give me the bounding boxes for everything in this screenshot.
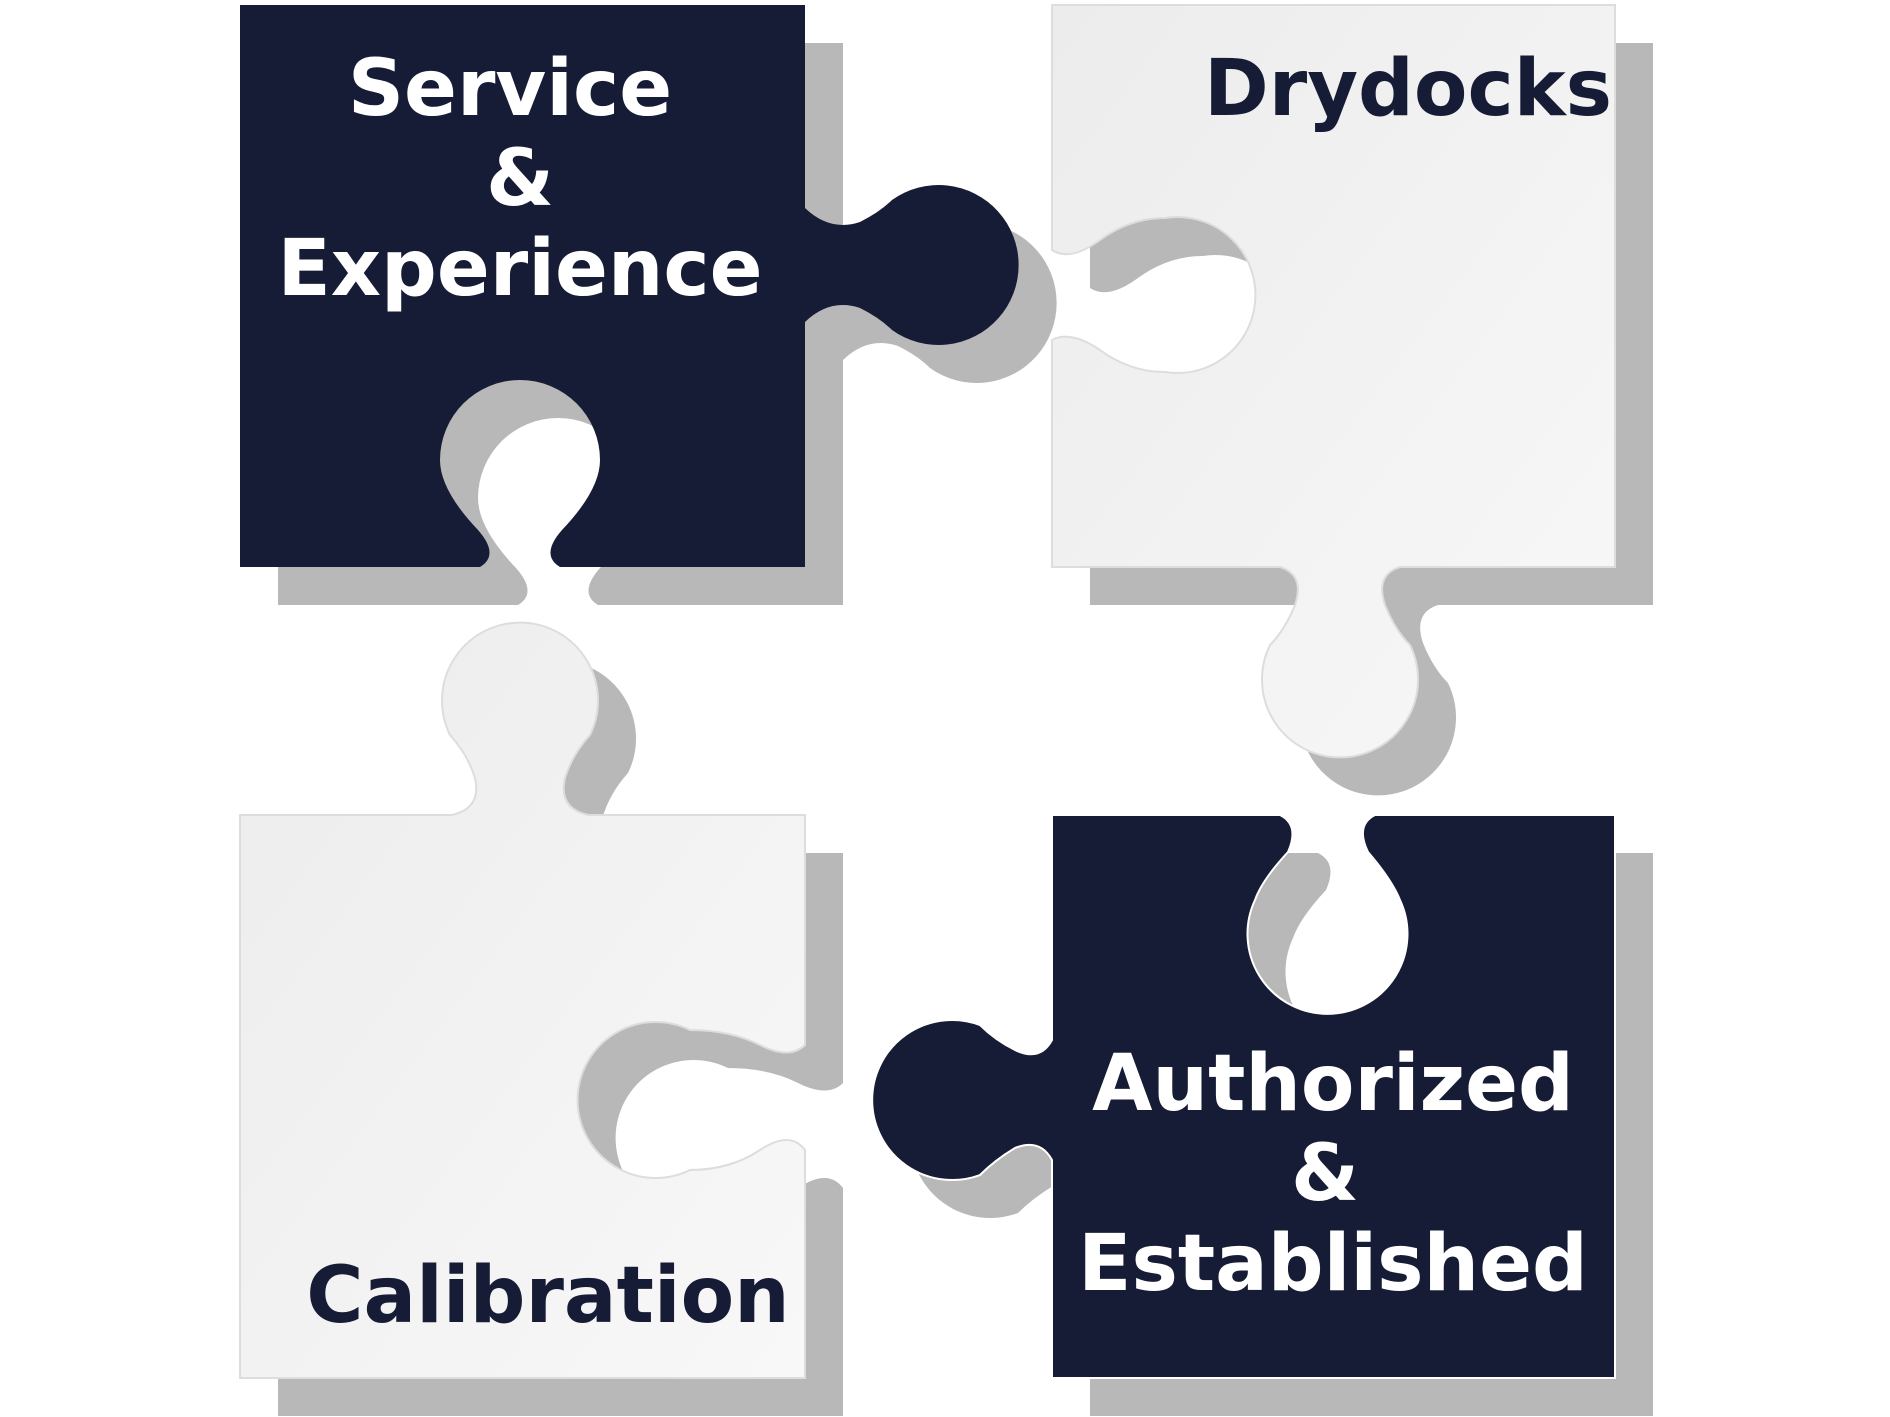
label-top-left-line-1: Service <box>348 44 672 134</box>
label-bottom-right-line-3: Established <box>1078 1219 1588 1309</box>
piece-top-right <box>1051 4 1616 759</box>
label-top-left: Service & Experience <box>277 44 762 314</box>
label-bottom-left: Calibration <box>306 1251 789 1341</box>
label-top-left-line-3: Experience <box>277 224 762 314</box>
label-top-right-line-1: Drydocks <box>1204 44 1612 134</box>
label-bottom-left-line-1: Calibration <box>306 1251 789 1341</box>
label-top-left-line-2: & <box>486 134 554 224</box>
label-bottom-right-line-2: & <box>1291 1129 1359 1219</box>
piece-bottom-left <box>239 621 806 1379</box>
label-bottom-right: Authorized & Established <box>1078 1039 1588 1309</box>
label-top-right: Drydocks <box>1204 44 1612 134</box>
piece-bottom-right <box>871 814 1616 1379</box>
label-bottom-right-line-1: Authorized <box>1092 1039 1574 1129</box>
piece-top-left <box>240 5 1019 567</box>
